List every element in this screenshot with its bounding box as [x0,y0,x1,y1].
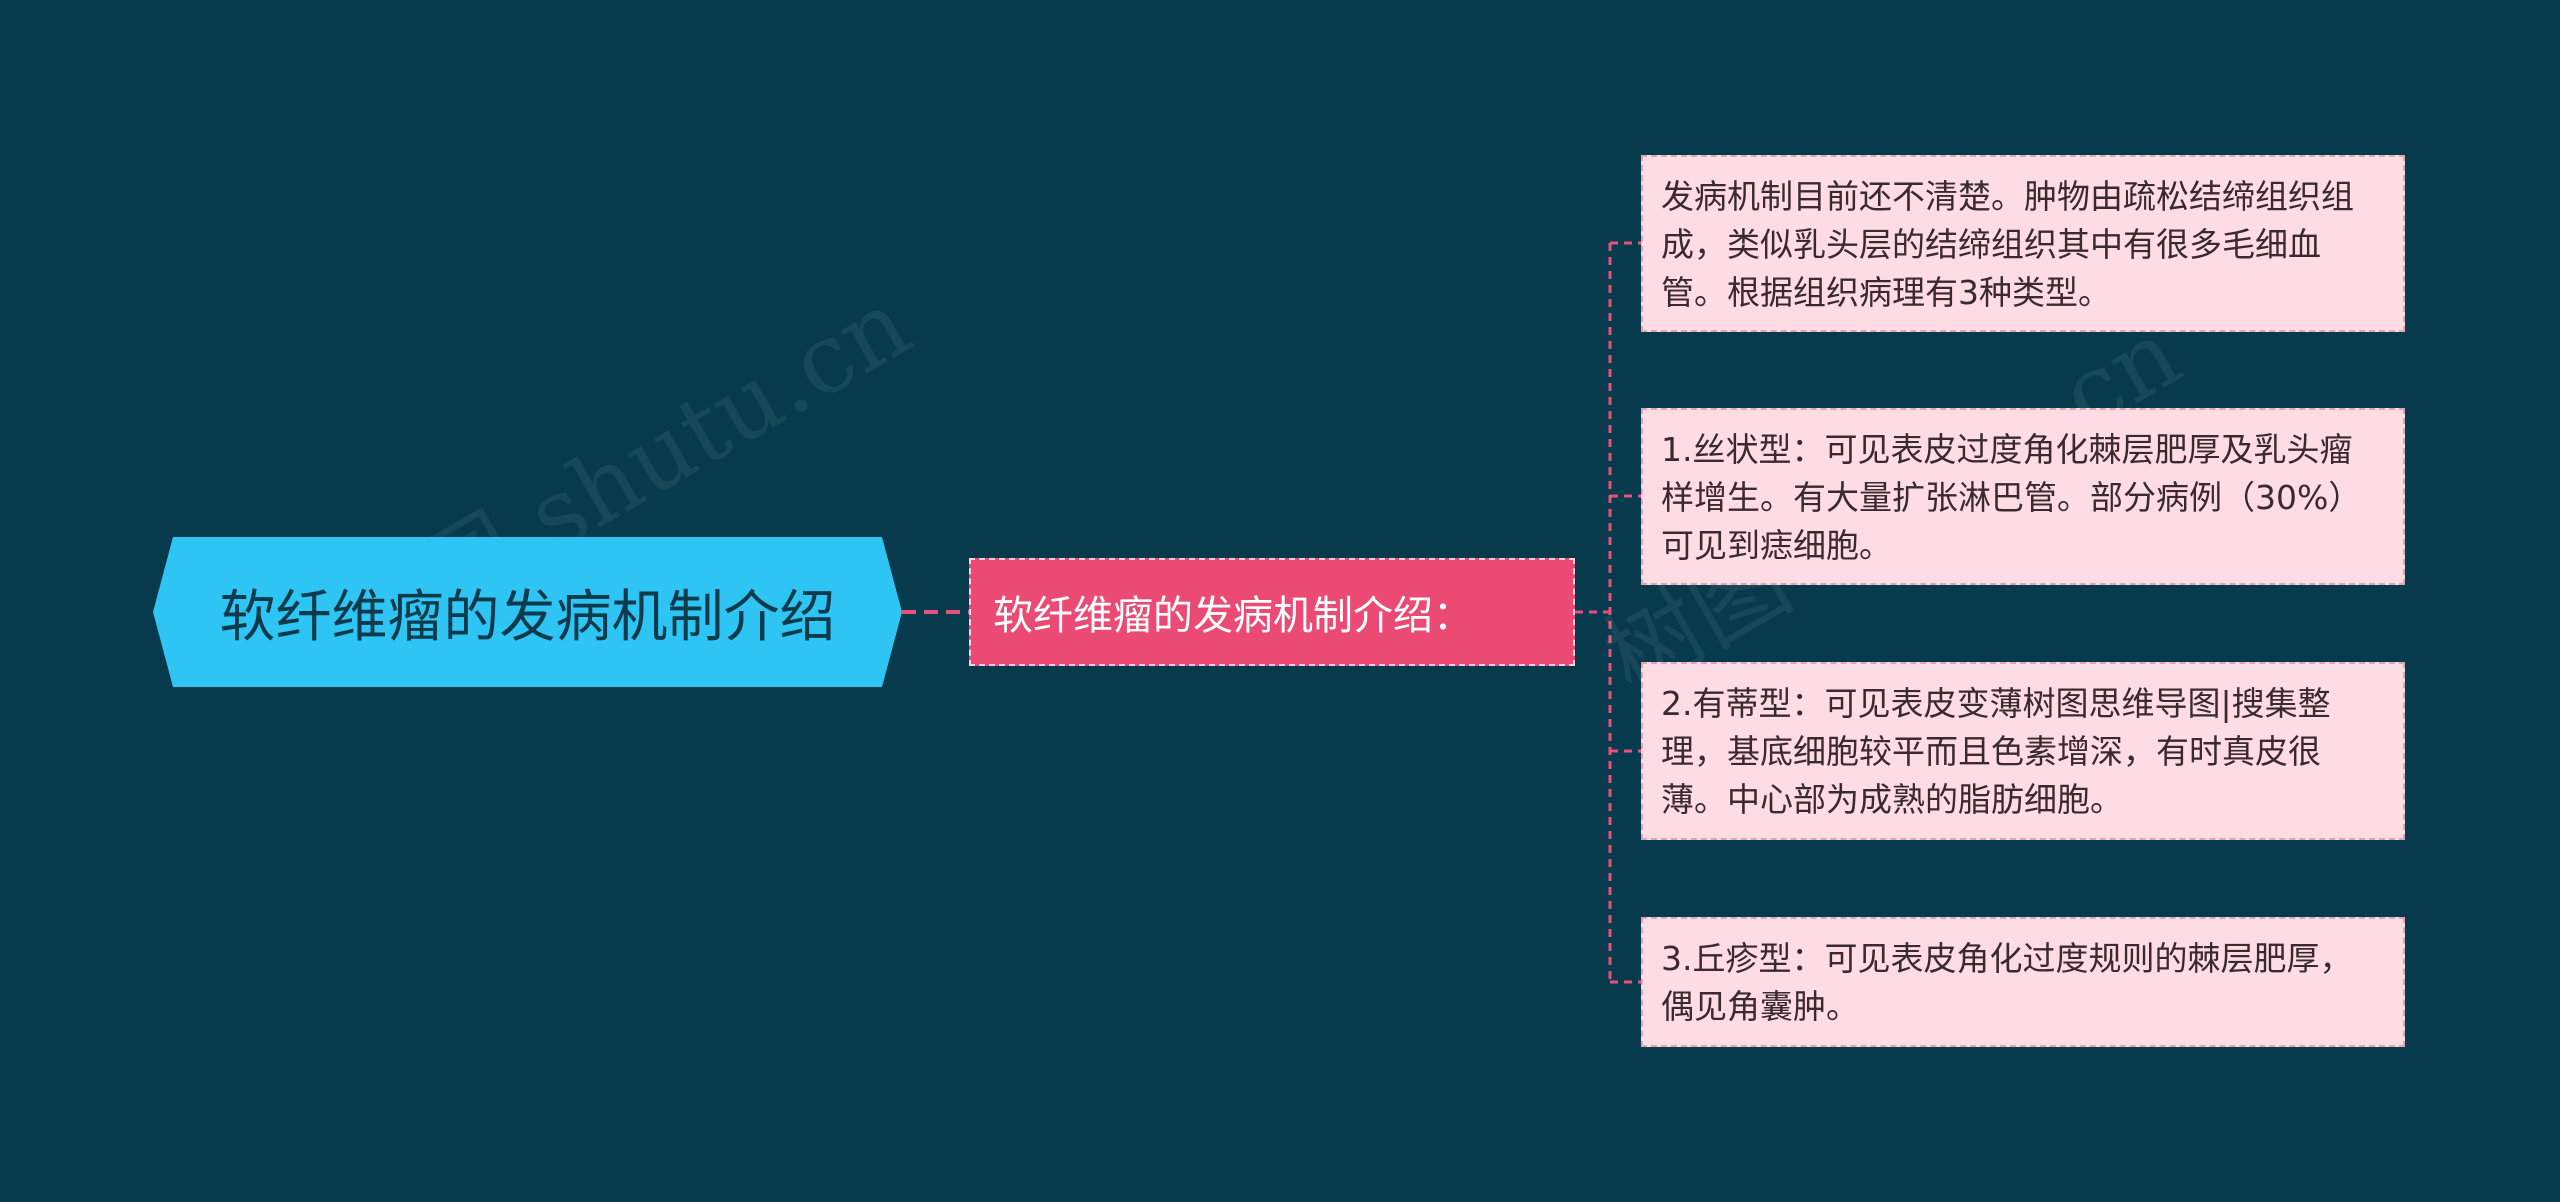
root-node-label: 软纤维瘤的发病机制介绍 [219,584,836,650]
leaf-node-text: 发病机制目前还不清楚。肿物由疏松结缔组织组成，类似乳头层的结缔组织其中有很多毛细… [1661,177,2354,312]
root-node[interactable]: 软纤维瘤的发病机制介绍 [153,537,902,687]
branch-node[interactable]: 软纤维瘤的发病机制介绍： [969,558,1575,666]
branch-node-label: 软纤维瘤的发病机制介绍： [993,593,1473,639]
leaf-node-text: 2.有蒂型：可见表皮变薄树图思维导图|搜集整理，基底细胞较平而且色素增深，有时真… [1661,684,2331,819]
leaf-node-text: 3.丘疹型：可见表皮角化过度规则的棘层肥厚，偶见角囊肿。 [1661,939,2353,1026]
leaf-node-pedunculated-type[interactable]: 2.有蒂型：可见表皮变薄树图思维导图|搜集整理，基底细胞较平而且色素增深，有时真… [1641,662,2405,840]
leaf-node-text: 1.丝状型：可见表皮过度角化棘层肥厚及乳头瘤样增生。有大量扩张淋巴管。部分病例（… [1661,430,2362,565]
leaf-node-mechanism[interactable]: 发病机制目前还不清楚。肿物由疏松结缔组织组成，类似乳头层的结缔组织其中有很多毛细… [1641,155,2405,332]
leaf-node-papular-type[interactable]: 3.丘疹型：可见表皮角化过度规则的棘层肥厚，偶见角囊肿。 [1641,917,2405,1047]
leaf-node-filiform-type[interactable]: 1.丝状型：可见表皮过度角化棘层肥厚及乳头瘤样增生。有大量扩张淋巴管。部分病例（… [1641,408,2405,585]
